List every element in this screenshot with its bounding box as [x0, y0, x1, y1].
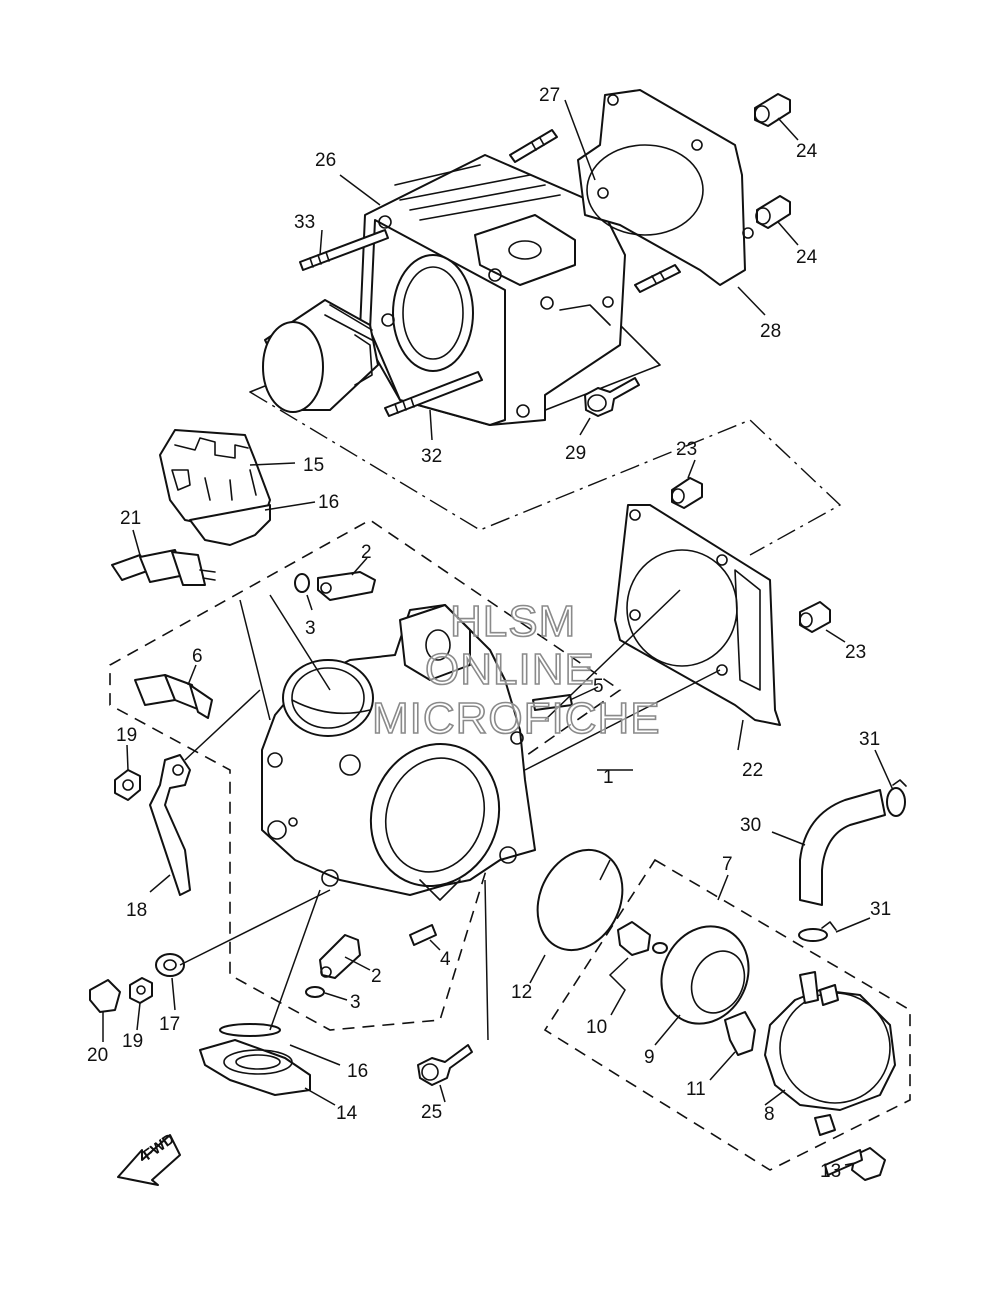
callout-16-upper: 16: [318, 492, 340, 513]
watermark-line-2: ONLINE: [424, 645, 595, 694]
bracket-and-nuts: [89, 754, 191, 1013]
valve-spring-retainer: [159, 429, 271, 546]
callout-2-upper: 2: [361, 542, 372, 563]
callout-12: 12: [511, 982, 533, 1003]
callout-30: 30: [740, 815, 762, 836]
callout-14: 14: [336, 1103, 358, 1124]
stud-bolts: [299, 129, 681, 417]
callout-26: 26: [315, 150, 337, 171]
callout-16-lower: 16: [347, 1061, 369, 1082]
callout-23-upper: 23: [676, 439, 698, 460]
head-group-outline: [109, 519, 622, 1031]
temperature-sensor: [134, 674, 213, 719]
callout-31-lower: 31: [870, 899, 892, 920]
watermark-line-1: HLSM: [449, 597, 577, 646]
callout-29: 29: [565, 443, 587, 464]
callout-10: 10: [586, 1017, 608, 1038]
callout-3-lower: 3: [350, 992, 361, 1013]
cylinder-block: [359, 154, 626, 426]
callout-20: 20: [87, 1045, 109, 1066]
bolts-lower: [409, 924, 886, 1181]
callout-3-upper: 3: [305, 618, 316, 639]
cylinder-gasket: [614, 504, 781, 726]
watermark-line-3: MICROFICHE: [371, 694, 661, 743]
callout-23-lower: 23: [845, 642, 867, 663]
cylinder-head: [261, 604, 536, 901]
oil-pump-gasket: [536, 848, 624, 952]
callout-1: 1: [603, 767, 614, 788]
cam-chain-guide-parts: [294, 571, 376, 998]
oil-pump-group-outline: [543, 858, 911, 1171]
callout-15: 15: [303, 455, 325, 476]
fwd-arrow-icon: [117, 1134, 181, 1186]
oil-pump: [617, 921, 896, 1136]
callout-11: 11: [686, 1079, 706, 1100]
oil-hose: [798, 779, 907, 942]
dowel-pins-upper: [754, 93, 791, 229]
cylinder-group-outline: [249, 391, 842, 556]
callout-6: 6: [192, 646, 203, 667]
callout-24-lower: 24: [796, 247, 818, 268]
dowel-pins-lower: [671, 477, 831, 633]
callout-21: 21: [120, 508, 142, 529]
callout-4: 4: [440, 949, 451, 970]
callout-7: 7: [722, 854, 733, 875]
intake-manifold: [199, 1023, 311, 1096]
leader-lines: [102, 99, 894, 1166]
callout-19-upper: 19: [116, 725, 138, 746]
callout-8: 8: [764, 1104, 775, 1125]
bolt-5: [532, 694, 573, 711]
callout-32: 32: [421, 446, 443, 467]
spark-plug: [111, 549, 216, 586]
callout-18: 18: [126, 900, 148, 921]
callout-28: 28: [760, 321, 782, 342]
callout-25: 25: [421, 1102, 443, 1123]
callout-13: 13: [820, 1161, 842, 1182]
callout-27: 27: [539, 85, 561, 106]
callout-17: 17: [159, 1014, 181, 1035]
piston: [262, 299, 379, 413]
callout-5: 5: [593, 676, 604, 697]
callout-24-upper: 24: [796, 141, 818, 162]
callout-22: 22: [742, 760, 764, 781]
callout-9: 9: [644, 1047, 655, 1068]
callout-2-lower: 2: [371, 966, 382, 987]
head-gasket: [577, 89, 754, 286]
callout-31-upper: 31: [859, 729, 881, 750]
callout-19-lower: 19: [122, 1031, 144, 1052]
callout-33: 33: [294, 212, 316, 233]
